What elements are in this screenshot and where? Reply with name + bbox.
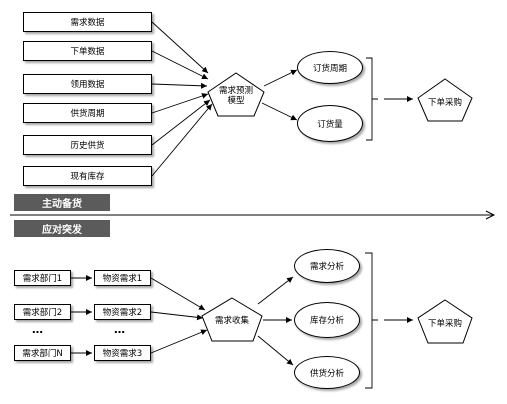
material-demand-3: 物资需求3 <box>94 345 151 361</box>
material-demand-1: 物资需求1 <box>94 270 151 286</box>
order-node-top <box>417 78 473 122</box>
collect-label: 需求收集 <box>214 316 249 326</box>
output-bracket-bottom <box>365 252 378 389</box>
arrow-material-1 <box>150 277 206 311</box>
input-demand-data: 需求数据 <box>23 12 152 32</box>
arrow-input-2 <box>151 50 209 80</box>
forecast-model-line-2: 模型 <box>227 96 245 106</box>
forecast-model-label: 需求预测 模型 <box>208 82 264 110</box>
arrow-input-4 <box>151 93 209 114</box>
analysis-demand: 需求分析 <box>294 249 360 283</box>
order-label-top: 下单采购 <box>427 98 462 108</box>
arrow-input-3 <box>151 82 208 89</box>
department-n: 需求部门N <box>14 345 71 361</box>
arrow-material-3 <box>150 329 208 354</box>
output-bracket-top <box>366 57 378 141</box>
input-history-supply: 历史供货 <box>23 135 152 155</box>
department-2: 需求部门2 <box>14 304 71 320</box>
arrow-input-6 <box>151 103 213 177</box>
analysis-stock: 库存分析 <box>294 302 360 338</box>
order-label-bottom: 下单采购 <box>427 319 462 329</box>
forecast-model-line-1: 需求预测 <box>218 86 253 96</box>
forecast-model-node <box>207 72 265 117</box>
order-node-bottom <box>417 299 473 344</box>
department-ellipsis: … <box>32 323 44 336</box>
input-order-data: 下单数据 <box>23 41 152 61</box>
department-1: 需求部门1 <box>14 270 71 286</box>
arrow-collect-to-demand <box>257 276 294 305</box>
section-divider-arrowhead <box>485 210 496 220</box>
arrow-material-2 <box>150 311 204 321</box>
material-ellipsis: … <box>114 323 126 336</box>
arrow-model-to-cycle <box>263 69 298 87</box>
section-tag-emergency: 应对突发 <box>14 220 110 237</box>
arrow-model-to-qty <box>261 102 298 121</box>
input-current-stock: 现有库存 <box>23 166 152 186</box>
input-usage-data: 领用数据 <box>23 74 152 94</box>
section-tag-proactive: 主动备货 <box>14 194 110 211</box>
arrow-input-5 <box>151 99 211 146</box>
arrow-collect-to-supply <box>257 335 294 366</box>
collect-node <box>201 297 263 342</box>
output-order-cycle: 订货周期 <box>297 51 363 84</box>
analysis-supply: 供货分析 <box>294 356 360 389</box>
material-demand-2: 物资需求2 <box>94 304 151 320</box>
input-supply-cycle: 供货周期 <box>23 103 152 123</box>
output-order-quantity: 订货量 <box>297 105 363 142</box>
arrow-input-1 <box>151 21 209 74</box>
